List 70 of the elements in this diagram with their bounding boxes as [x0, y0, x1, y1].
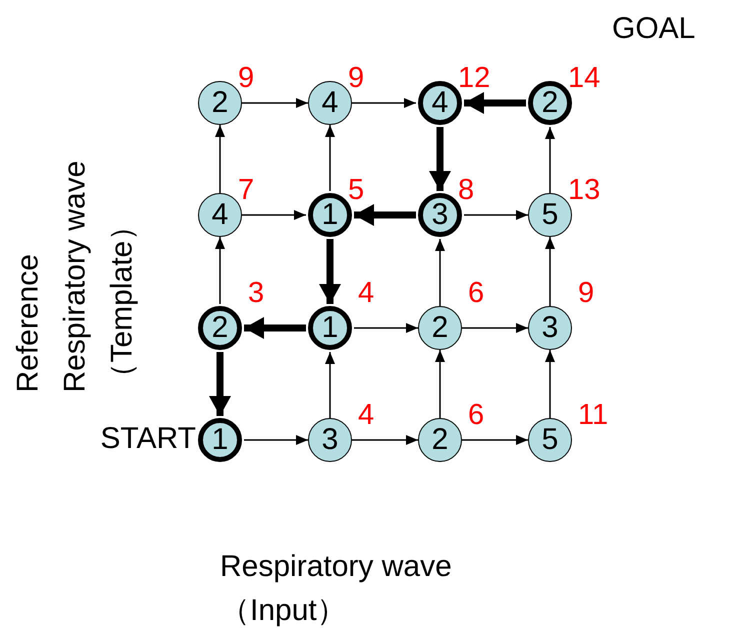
circle-node — [528, 193, 572, 237]
arrow — [352, 435, 418, 445]
node-value: 3 — [320, 425, 340, 455]
path-arrow — [244, 317, 306, 339]
node-value: 1 — [320, 200, 340, 230]
node-value: 4 — [430, 88, 450, 118]
circle-node — [528, 81, 572, 125]
node-value: 5 — [540, 425, 560, 455]
node-value: 4 — [210, 200, 230, 230]
circle-node — [308, 418, 352, 462]
arrow — [242, 98, 308, 108]
cost-value: 6 — [468, 278, 484, 308]
arrow — [242, 210, 306, 220]
cost-value: 6 — [468, 400, 484, 430]
node-value: 5 — [540, 200, 560, 230]
circle-node — [198, 306, 242, 350]
cost-value: 7 — [238, 175, 254, 205]
arrow — [545, 237, 555, 306]
arrow — [352, 98, 416, 108]
arrow — [545, 350, 555, 418]
arrow — [545, 127, 555, 193]
node-value: 2 — [540, 88, 560, 118]
cost-value: 12 — [458, 63, 490, 93]
arrow — [215, 237, 225, 304]
cost-value: 9 — [238, 63, 254, 93]
arrow — [244, 435, 308, 445]
cost-value: 11 — [578, 400, 608, 430]
circle-node — [528, 418, 572, 462]
arrow — [464, 210, 528, 220]
path-arrow — [429, 127, 451, 191]
circle-node — [418, 418, 462, 462]
node-value: 3 — [430, 200, 450, 230]
path-arrow — [464, 92, 526, 114]
arrow — [462, 435, 528, 445]
node-value: 2 — [430, 313, 450, 343]
circle-node — [308, 306, 352, 350]
circle-node — [198, 418, 242, 462]
axis-title: Reference Respiratory wave （Template） — [10, 160, 140, 392]
goal-label: GOAL — [612, 12, 696, 46]
arrow — [215, 125, 225, 193]
node-value: 1 — [210, 425, 230, 455]
node-value: 4 — [320, 88, 340, 118]
cost-value: 4 — [358, 400, 374, 430]
node-value: 2 — [430, 425, 450, 455]
node-value: 3 — [540, 313, 560, 343]
cost-value: 3 — [248, 278, 264, 308]
circle-node — [418, 306, 462, 350]
circle-node — [418, 81, 462, 125]
cost-value: 9 — [578, 278, 594, 308]
arrow — [435, 239, 445, 306]
cost-value: 13 — [568, 175, 600, 205]
path-arrow — [319, 239, 341, 304]
node-value: 2 — [210, 88, 230, 118]
arrow — [325, 352, 335, 418]
arrow — [435, 350, 445, 418]
node-value: 2 — [210, 313, 230, 343]
arrow — [462, 323, 528, 333]
cost-value: 9 — [348, 63, 364, 93]
cost-value: 4 — [358, 278, 374, 308]
arrow — [325, 125, 335, 191]
cost-value: 5 — [348, 175, 364, 205]
axis-title: Respiratory wave （Input） — [220, 549, 453, 629]
cost-value: 8 — [458, 175, 474, 205]
start-label: START — [100, 422, 196, 456]
arrow — [354, 323, 418, 333]
path-arrow — [354, 204, 416, 226]
circle-node — [528, 306, 572, 350]
path-arrow — [209, 352, 231, 416]
node-value: 1 — [320, 313, 340, 343]
cost-value: 14 — [568, 63, 600, 93]
